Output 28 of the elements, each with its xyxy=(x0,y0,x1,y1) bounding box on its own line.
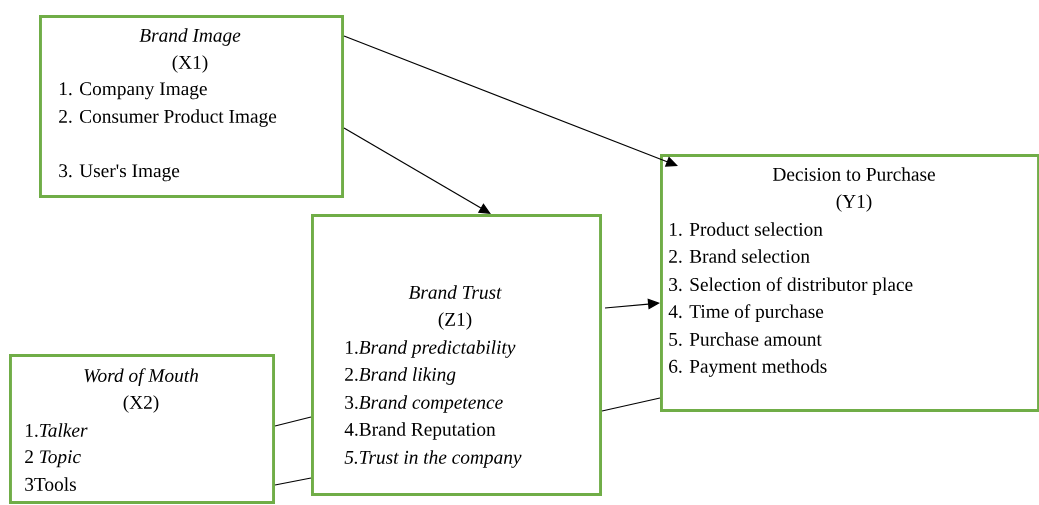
list-item: 1.Talker xyxy=(25,423,88,437)
list-item: 2 Topic xyxy=(25,450,81,468)
list-item: 2.Brand liking xyxy=(345,367,456,385)
arrow xyxy=(343,35,678,167)
list-item: 2. Brand selection xyxy=(669,249,810,263)
list-item: 2. Consumer Product Image xyxy=(59,109,277,127)
list-item: 3. User's Image xyxy=(59,164,180,182)
list-item: 4. Time of purchase xyxy=(668,304,824,322)
list-item: 4.Brand Reputation xyxy=(344,422,496,440)
list-item: 5. Purchase amount xyxy=(669,332,822,346)
list-item: 1. Product selection xyxy=(669,222,823,236)
variable-code: (X1) xyxy=(172,55,208,73)
variable-code: (Z1) xyxy=(438,312,472,330)
heading: Word of Mouth xyxy=(84,368,199,386)
list-item: 3Tools xyxy=(25,477,76,491)
list-item: 1. Company Image xyxy=(59,82,207,100)
variable-code: (X2) xyxy=(123,395,159,413)
heading: Brand Trust xyxy=(408,285,502,299)
list-item: 1.Brand predictability xyxy=(345,340,516,358)
heading: Brand Image xyxy=(139,28,241,46)
variable-code: (Y1) xyxy=(836,194,872,212)
heading: Decision to Purchase xyxy=(772,167,935,181)
arrow xyxy=(604,298,660,310)
list-item: 6. Payment methods xyxy=(669,359,827,377)
arrow xyxy=(343,127,491,214)
list-item: 5.Trust in the company xyxy=(344,450,522,468)
list-item: 3.Brand competence xyxy=(345,395,503,413)
list-item: 3. Selection of distributor place xyxy=(669,277,913,295)
